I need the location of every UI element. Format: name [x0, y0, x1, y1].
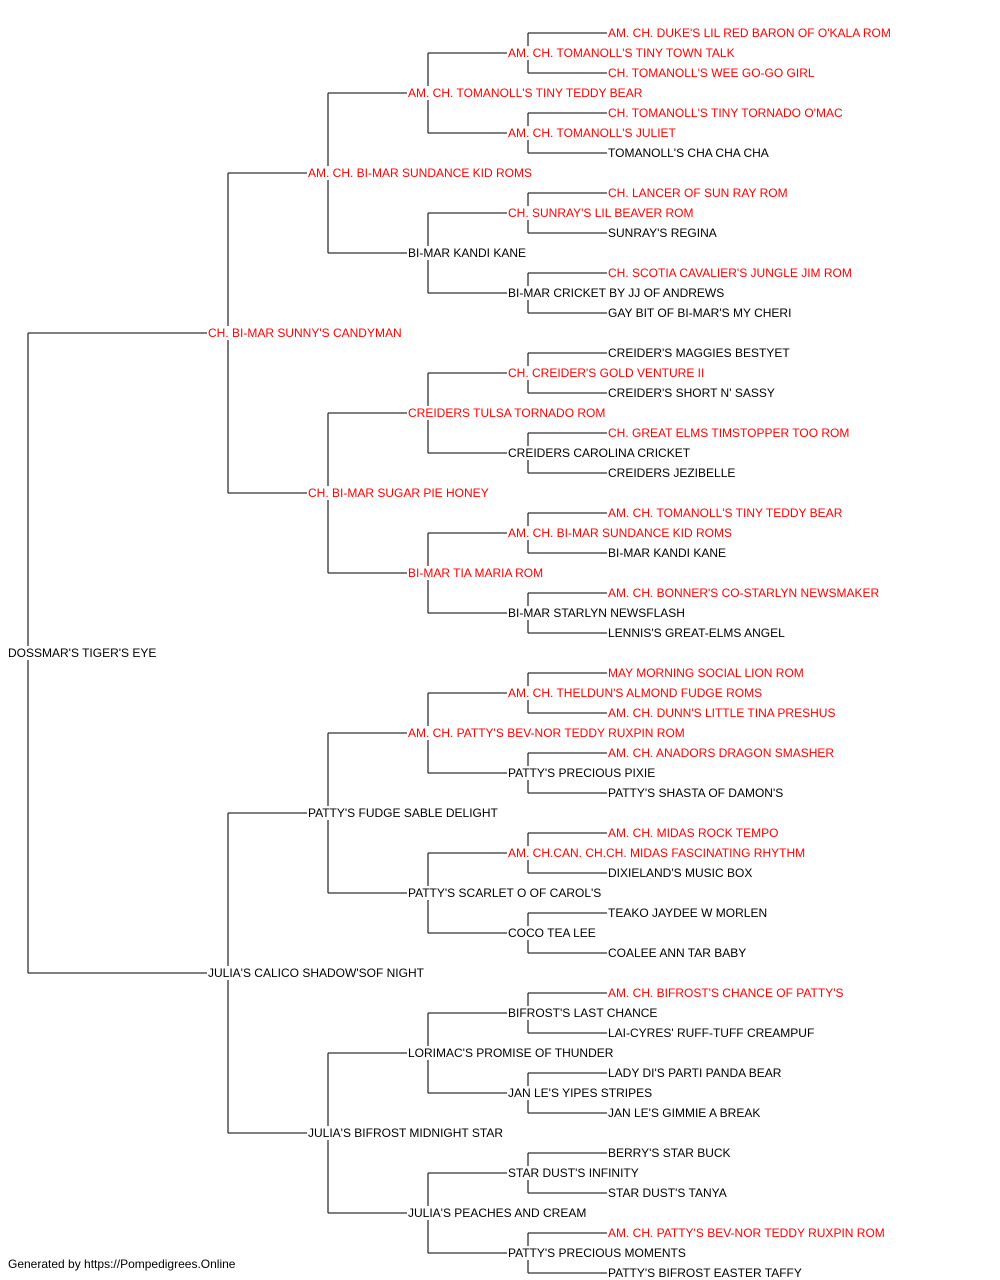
- ancestor-gen5-14: AM. CH. BONNER'S CO-STARLYN NEWSMAKER: [607, 586, 881, 600]
- ancestor-gen4-14: STAR DUST'S INFINITY: [507, 1166, 640, 1180]
- ancestor-gen5-31: PATTY'S BIFROST EASTER TAFFY: [607, 1266, 803, 1280]
- footer-credit: Generated by https://Pompedigrees.Online: [8, 1257, 236, 1271]
- subject-dog-name: DOSSMAR'S TIGER'S EYE: [7, 646, 158, 660]
- ancestor-gen5-10: CH. GREAT ELMS TIMSTOPPER TOO ROM: [607, 426, 851, 440]
- ancestor-gen5-30: AM. CH. PATTY'S BEV-NOR TEDDY RUXPIN ROM: [607, 1226, 886, 1240]
- ancestor-gen5-21: DIXIELAND'S MUSIC BOX: [607, 866, 754, 880]
- ancestor-gen5-17: AM. CH. DUNN'S LITTLE TINA PRESHUS: [607, 706, 837, 720]
- ancestor-gen5-18: AM. CH. ANADORS DRAGON SMASHER: [607, 746, 836, 760]
- ancestor-gen3-0: AM. CH. TOMANOLL'S TINY TEDDY BEAR: [407, 86, 644, 100]
- ancestor-gen5-25: LAI-CYRES' RUFF-TUFF CREAMPUF: [607, 1026, 816, 1040]
- ancestor-gen5-16: MAY MORNING SOCIAL LION ROM: [607, 666, 805, 680]
- ancestor-gen4-0: AM. CH. TOMANOLL'S TINY TOWN TALK: [507, 46, 736, 60]
- ancestor-gen4-3: BI-MAR CRICKET BY JJ OF ANDREWS: [507, 286, 726, 300]
- ancestor-gen5-19: PATTY'S SHASTA OF DAMON'S: [607, 786, 785, 800]
- ancestor-gen4-7: BI-MAR STARLYN NEWSFLASH: [507, 606, 686, 620]
- ancestor-gen2-2: PATTY'S FUDGE SABLE DELIGHT: [307, 806, 499, 820]
- ancestor-gen4-10: AM. CH.CAN. CH.CH. MIDAS FASCINATING RHY…: [507, 846, 807, 860]
- ancestor-gen4-6: AM. CH. BI-MAR SUNDANCE KID ROMS: [507, 526, 734, 540]
- ancestor-gen5-0: AM. CH. DUKE'S LIL RED BARON OF O'KALA R…: [607, 26, 892, 40]
- ancestor-gen2-1: CH. BI-MAR SUGAR PIE HONEY: [307, 486, 490, 500]
- ancestor-gen3-1: BI-MAR KANDI KANE: [407, 246, 528, 260]
- ancestor-gen5-15: LENNIS'S GREAT-ELMS ANGEL: [607, 626, 786, 640]
- ancestor-gen5-12: AM. CH. TOMANOLL'S TINY TEDDY BEAR: [607, 506, 844, 520]
- ancestor-gen1-0: CH. BI-MAR SUNNY'S CANDYMAN: [207, 326, 403, 340]
- ancestor-gen5-29: STAR DUST'S TANYA: [607, 1186, 728, 1200]
- ancestor-gen5-20: AM. CH. MIDAS ROCK TEMPO: [607, 826, 780, 840]
- ancestor-gen5-13: BI-MAR KANDI KANE: [607, 546, 728, 560]
- ancestor-gen5-5: SUNRAY'S REGINA: [607, 226, 718, 240]
- ancestor-gen5-23: COALEE ANN TAR BABY: [607, 946, 748, 960]
- ancestor-gen5-27: JAN LE'S GIMMIE A BREAK: [607, 1106, 762, 1120]
- ancestor-gen3-3: BI-MAR TIA MARIA ROM: [407, 566, 545, 580]
- ancestor-gen4-4: CH. CREIDER'S GOLD VENTURE II: [507, 366, 706, 380]
- ancestor-gen5-26: LADY DI'S PARTI PANDA BEAR: [607, 1066, 783, 1080]
- ancestor-gen2-0: AM. CH. BI-MAR SUNDANCE KID ROMS: [307, 166, 534, 180]
- ancestor-gen5-28: BERRY'S STAR BUCK: [607, 1146, 732, 1160]
- ancestor-gen5-1: CH. TOMANOLL'S WEE GO-GO GIRL: [607, 66, 816, 80]
- ancestor-gen3-2: CREIDERS TULSA TORNADO ROM: [407, 406, 607, 420]
- ancestor-gen4-1: AM. CH. TOMANOLL'S JULIET: [507, 126, 677, 140]
- ancestor-gen3-6: LORIMAC'S PROMISE OF THUNDER: [407, 1046, 615, 1060]
- ancestor-gen5-7: GAY BIT OF BI-MAR'S MY CHERI: [607, 306, 793, 320]
- ancestor-gen5-9: CREIDER'S SHORT N' SASSY: [607, 386, 776, 400]
- ancestor-gen5-3: TOMANOLL'S CHA CHA CHA: [607, 146, 770, 160]
- ancestor-gen3-4: AM. CH. PATTY'S BEV-NOR TEDDY RUXPIN ROM: [407, 726, 686, 740]
- ancestor-gen4-2: CH. SUNRAY'S LIL BEAVER ROM: [507, 206, 695, 220]
- ancestor-gen5-22: TEAKO JAYDEE W MORLEN: [607, 906, 769, 920]
- ancestor-gen4-8: AM. CH. THELDUN'S ALMOND FUDGE ROMS: [507, 686, 764, 700]
- ancestor-gen5-24: AM. CH. BIFROST'S CHANCE OF PATTY'S: [607, 986, 845, 1000]
- ancestor-gen4-12: BIFROST'S LAST CHANCE: [507, 1006, 659, 1020]
- ancestor-gen3-5: PATTY'S SCARLET O OF CAROL'S: [407, 886, 603, 900]
- ancestor-gen5-11: CREIDERS JEZIBELLE: [607, 466, 737, 480]
- ancestor-gen4-13: JAN LE'S YIPES STRIPES: [507, 1086, 654, 1100]
- ancestor-gen5-2: CH. TOMANOLL'S TINY TORNADO O'MAC: [607, 106, 844, 120]
- ancestor-gen4-15: PATTY'S PRECIOUS MOMENTS: [507, 1246, 687, 1260]
- ancestor-gen2-3: JULIA'S BIFROST MIDNIGHT STAR: [307, 1126, 504, 1140]
- ancestor-gen5-8: CREIDER'S MAGGIES BESTYET: [607, 346, 791, 360]
- ancestor-gen4-5: CREIDERS CAROLINA CRICKET: [507, 446, 692, 460]
- ancestor-gen4-9: PATTY'S PRECIOUS PIXIE: [507, 766, 657, 780]
- ancestor-gen1-1: JULIA'S CALICO SHADOW'SOF NIGHT: [207, 966, 425, 980]
- ancestor-gen4-11: COCO TEA LEE: [507, 926, 597, 940]
- ancestor-gen5-4: CH. LANCER OF SUN RAY ROM: [607, 186, 789, 200]
- ancestor-gen5-6: CH. SCOTIA CAVALIER'S JUNGLE JIM ROM: [607, 266, 853, 280]
- ancestor-gen3-7: JULIA'S PEACHES AND CREAM: [407, 1206, 588, 1220]
